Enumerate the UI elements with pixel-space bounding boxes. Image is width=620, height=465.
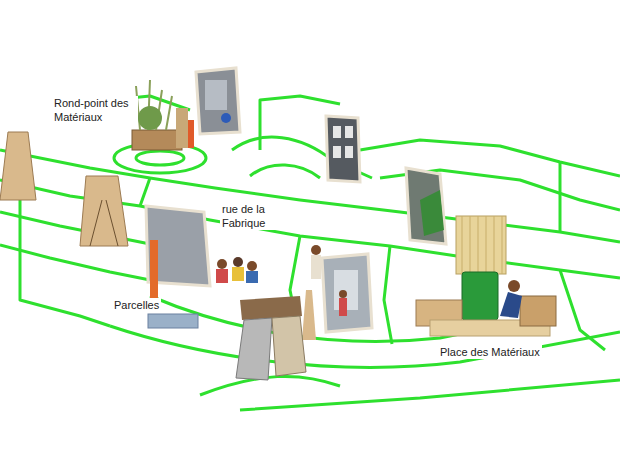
a-frame-panels: [0, 132, 128, 246]
place-label: Rond-point des Matériaux: [52, 96, 138, 124]
place-label: Parcelles: [112, 298, 161, 312]
stacked-structure: [148, 296, 306, 380]
place-label: rue de la Fabrique: [220, 202, 294, 230]
place-materials: [416, 216, 556, 336]
roundabout-materials: [132, 80, 194, 150]
street-lines: [0, 96, 620, 410]
place-label: Place des Matériaux: [438, 345, 542, 359]
photo-panels: [146, 68, 446, 340]
